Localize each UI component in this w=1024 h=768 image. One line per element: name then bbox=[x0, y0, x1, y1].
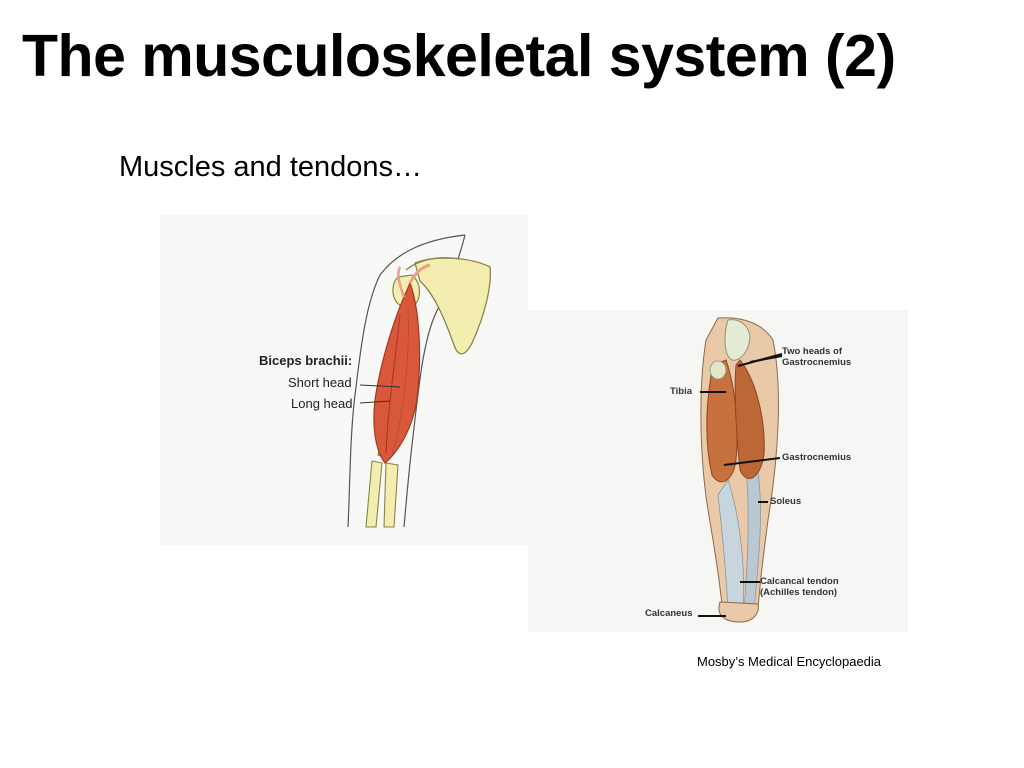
tibia-label: Tibia bbox=[670, 386, 692, 397]
two-heads-label-line1: Two heads of bbox=[782, 346, 842, 357]
two-heads-label: Two heads of Gastrocnemius bbox=[782, 346, 851, 369]
source-citation: Mosby’s Medical Encyclopaedia bbox=[697, 654, 882, 669]
soleus-label: Soleus bbox=[770, 496, 802, 507]
calcaneal-tendon-line2: (Achilles tendon) bbox=[760, 587, 838, 599]
slide-title: The musculoskeletal system (2) bbox=[22, 23, 896, 89]
calcaneal-tendon-label: Calcancal tendon (Achilles tendon) bbox=[760, 576, 839, 599]
calcaneal-tendon-line1: Calcancal tendon bbox=[760, 576, 839, 587]
biceps-brachii-label: Biceps brachii: bbox=[259, 353, 353, 368]
leg-drawing bbox=[528, 310, 908, 632]
gastrocnemius-label: Gastrocnemius bbox=[782, 452, 852, 463]
calf-illustration: Two heads of Gastrocnemius Tibia Gastroc… bbox=[528, 310, 908, 632]
calcaneus-label: Calcaneus bbox=[645, 608, 693, 619]
biceps-illustration: Biceps brachii: Short head Long head bbox=[160, 215, 528, 545]
long-head-label: Long head bbox=[291, 396, 353, 411]
slide-subtitle: Muscles and tendons… bbox=[119, 151, 423, 183]
two-heads-label-line2: Gastrocnemius bbox=[782, 357, 852, 369]
arm-drawing bbox=[160, 215, 528, 545]
short-head-label: Short head bbox=[288, 375, 352, 390]
